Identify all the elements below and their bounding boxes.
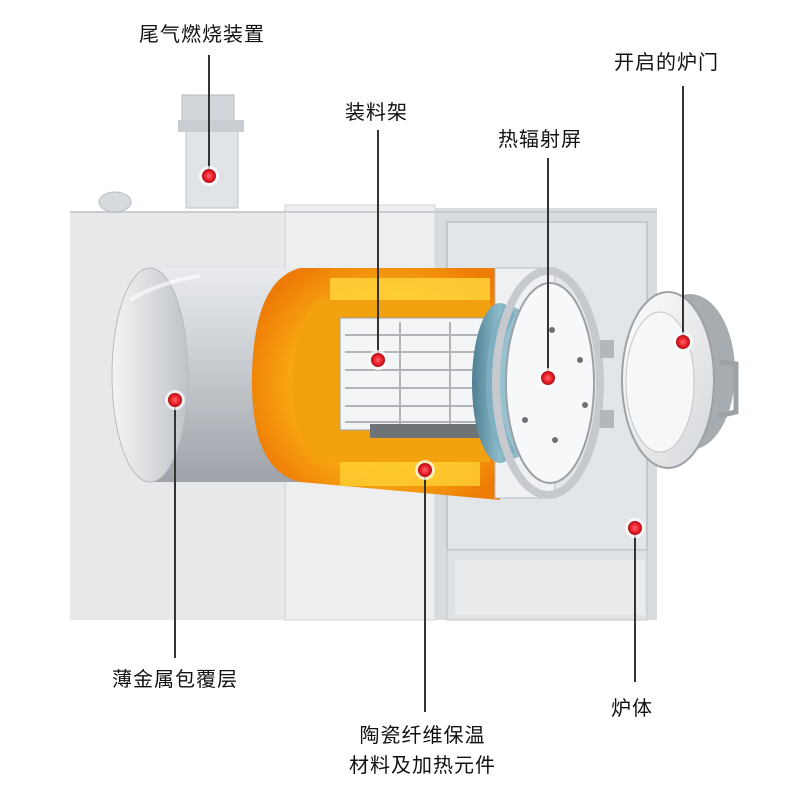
label-exhaust-burner: 尾气燃烧装置 (139, 22, 265, 46)
open-door (621, 291, 739, 469)
exhaust-stack (178, 94, 244, 209)
marker-dots (165, 166, 693, 538)
label-insulation: 陶瓷纤维保温 材料及加热元件 (349, 720, 496, 780)
heat-shield-assembly (472, 267, 614, 499)
label-furnace-body: 炉体 (611, 696, 653, 720)
label-metal-cladding: 薄金属包覆层 (112, 667, 238, 691)
label-insulation-line2: 材料及加热元件 (349, 753, 496, 777)
label-loading-rack: 装料架 (345, 100, 408, 124)
label-heat-shield: 热辐射屏 (498, 127, 582, 151)
label-open-door: 开启的炉门 (614, 50, 719, 74)
label-insulation-line1: 陶瓷纤维保温 (359, 723, 486, 747)
leader-lines (174, 55, 684, 712)
